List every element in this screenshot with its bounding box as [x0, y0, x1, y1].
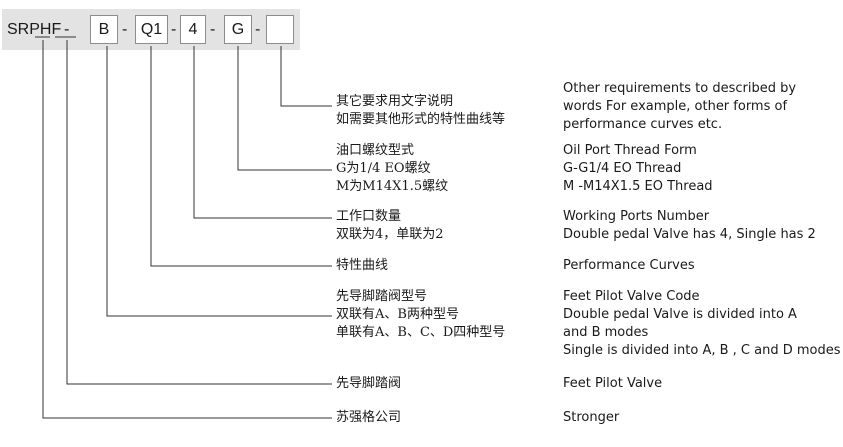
leader-pilot-valve-code [106, 46, 332, 317]
cn-pilot-valve-code: 先导脚踏阀型号双联有A、B两种型号单联有A、B、C、D四种型号 [336, 289, 506, 340]
leader-performance-curves [150, 46, 332, 267]
code-box-other-requirements [266, 15, 294, 44]
code-prefix: SRPHF [7, 21, 62, 38]
code-separator: - [255, 21, 261, 38]
code-separator: - [210, 21, 216, 38]
cn-feet-pilot-valve: 先导脚踏阀 [336, 376, 402, 391]
cn-working-ports: 工作口数量双联为4，单联为2 [336, 209, 444, 242]
code-box-thread-form: G [224, 15, 252, 44]
cn-stronger: 苏强格公司 [336, 410, 402, 425]
code-separator: - [122, 21, 128, 38]
en-stronger: Stronger [563, 410, 620, 425]
leader-working-ports [193, 46, 332, 219]
en-feet-pilot-valve: Feet Pilot Valve [563, 376, 663, 391]
code-separator: - [171, 21, 177, 38]
cn-other-requirements: 其它要求用文字说明如需要其他形式的特性曲线等 [336, 94, 506, 127]
code-box-pilot-valve-code: B [90, 15, 118, 44]
cn-performance-curves: 特性曲线 [336, 258, 389, 273]
leader-feet-pilot-valve [66, 40, 332, 385]
code-box-working-ports: 4 [180, 15, 206, 44]
leader-other-requirements [280, 46, 332, 107]
code-box-performance-curves: Q1 [135, 15, 168, 44]
code-separator: - [64, 21, 70, 38]
leader-stronger [42, 40, 332, 419]
en-performance-curves: Performance Curves [563, 258, 695, 273]
leader-thread-form [237, 46, 332, 171]
